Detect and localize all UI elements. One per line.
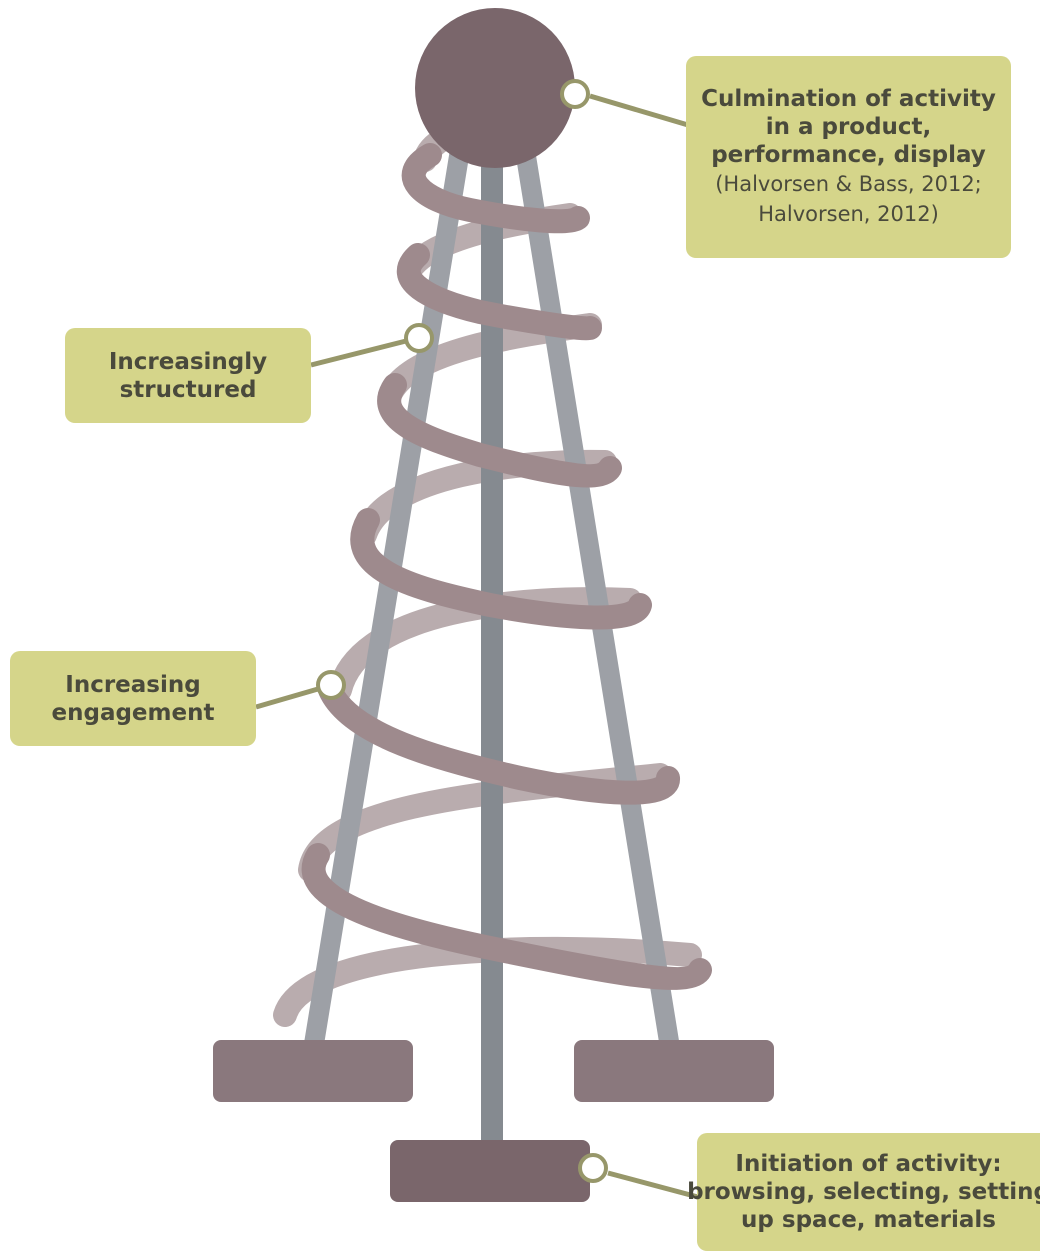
top-ball: [415, 8, 575, 168]
callout-initiation-line-3: up space, materials: [741, 1207, 996, 1233]
callout-engagement-line-2: engagement: [51, 699, 215, 726]
connector-top: [589, 93, 689, 128]
spiral-coil-front: [301, 143, 712, 990]
dot-bottom: [578, 1153, 608, 1183]
callout-culmination-line-1: Culmination of activity: [701, 86, 996, 112]
callout-initiation-line-2: browsing, selecting, setting: [687, 1179, 1040, 1205]
right-pole: [515, 140, 682, 1070]
connector-bottom: [607, 1170, 699, 1200]
callout-culmination-line-3: performance, display: [711, 142, 986, 168]
callout-initiation-line-1: Initiation of activity:: [735, 1151, 1002, 1177]
connector-engagement: [255, 686, 319, 710]
connectors: [255, 93, 699, 1200]
dot-structured: [404, 323, 434, 353]
callout-culmination-citation-2: Halvorsen, 2012): [758, 202, 939, 226]
dot-engagement: [316, 670, 346, 700]
callout-structured-line-2: structured: [119, 376, 257, 403]
callout-initiation: Initiation of activity: browsing, select…: [687, 1133, 1040, 1251]
callout-culmination-citation-1: (Halvorsen & Bass, 2012;: [715, 172, 982, 196]
callout-increasingly-structured: Increasingly structured: [65, 328, 311, 423]
center-base: [390, 1140, 590, 1202]
callout-culmination-line-2: in a product,: [765, 114, 932, 140]
callout-engagement-line-1: Increasing: [65, 671, 201, 698]
callout-increasing-engagement: Increasing engagement: [10, 651, 256, 746]
right-foot: [574, 1040, 774, 1102]
left-foot: [213, 1040, 413, 1102]
callout-structured-line-1: Increasingly: [108, 348, 268, 375]
callout-culmination: Culmination of activity in a product, pe…: [686, 56, 1011, 258]
dot-top: [560, 79, 590, 109]
connector-structured: [310, 338, 407, 368]
connector-dots: [316, 79, 608, 1183]
